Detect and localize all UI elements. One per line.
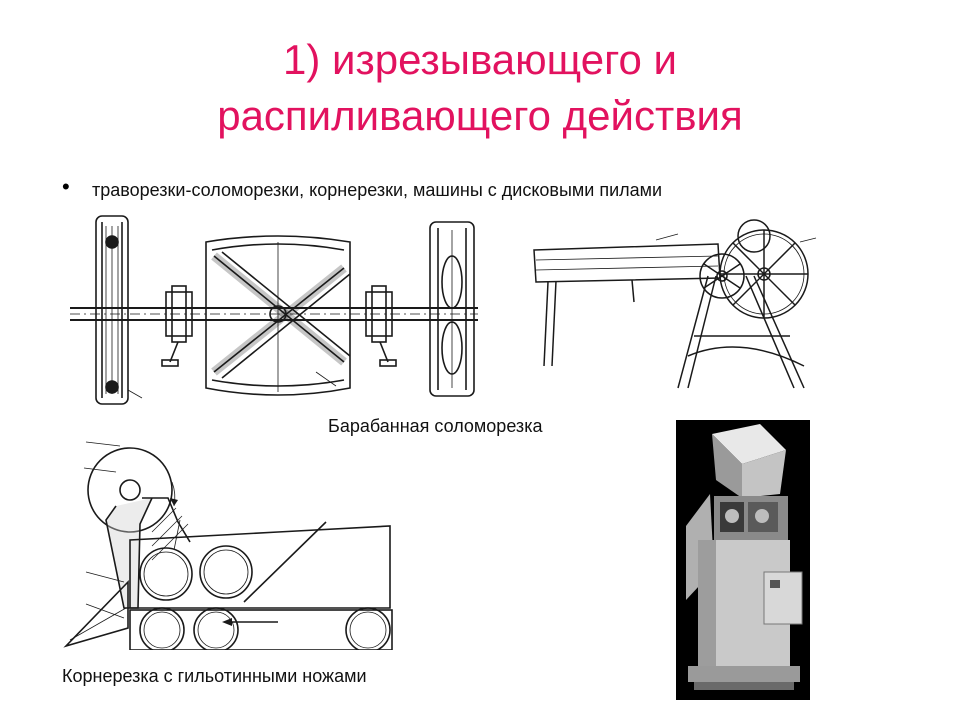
slide-title: 1) изрезывающего и распиливающего действ…	[0, 32, 960, 144]
title-line-1: 1) изрезывающего и	[283, 36, 677, 83]
crusher-machine-photo	[676, 420, 810, 700]
bullet-text: траворезки-соломорезки, корнерезки, маши…	[92, 180, 663, 200]
root-cutter-drawing	[63, 441, 393, 650]
bullet-icon: •	[62, 174, 70, 199]
drum-cutter-caption: Барабанная соломорезка	[328, 416, 543, 436]
chaff-cutter-stand-drawing	[533, 219, 817, 389]
root-cutter-caption: Корнерезка с гильотинными ножами	[62, 666, 367, 686]
drum-cutter-drawing	[70, 215, 478, 405]
title-line-2: распиливающего действия	[217, 92, 743, 139]
